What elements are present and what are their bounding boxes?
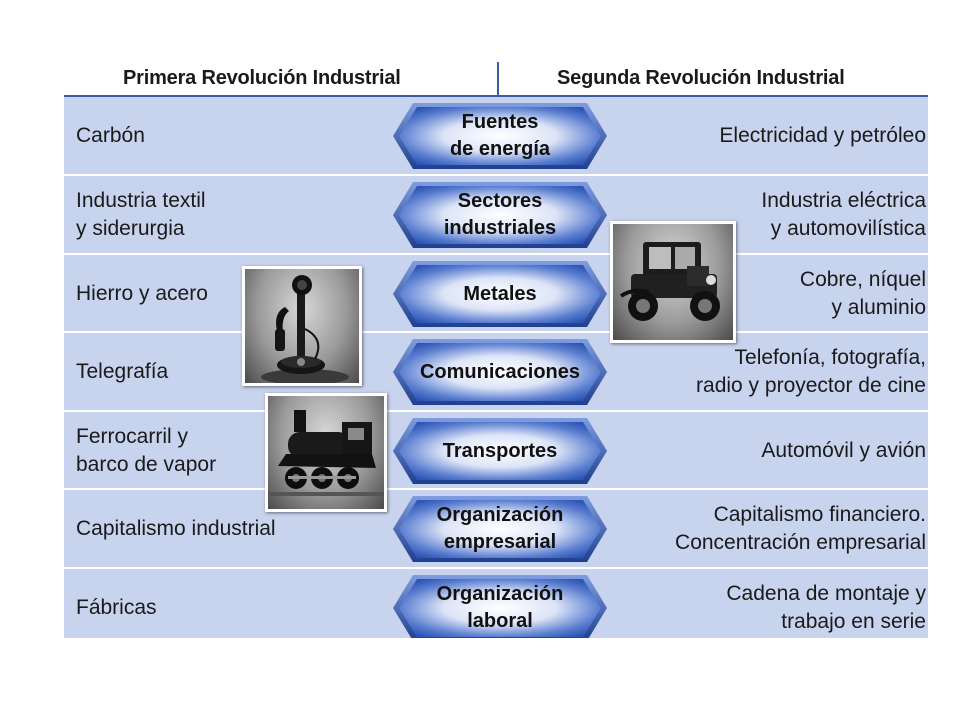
table-row: Ferrocarril y barco de vapor Automóvil y… (64, 412, 928, 490)
first-revolution-cell: Hierro y acero (76, 282, 208, 305)
first-revolution-cell: Ferrocarril y barco de vapor (76, 425, 217, 476)
header-divider (497, 62, 499, 96)
telephone-icon (261, 275, 349, 383)
table-row: Capitalismo industrial Capitalismo finan… (64, 490, 928, 568)
category-label: Sectores industriales (443, 190, 557, 239)
category-comunicaciones: Comunicaciones (391, 337, 609, 407)
locomotive-icon (268, 410, 384, 496)
table-row: Telegrafía Telefonía, fotografía, radio … (64, 333, 928, 411)
header-second-revolution: Segunda Revolución Industrial (557, 67, 845, 89)
category-fuentes-de-energia: Fuentes de energía (391, 101, 609, 171)
category-label: Transportes (442, 439, 558, 462)
category-label: Organización empresarial (436, 504, 564, 553)
first-revolution-cell: Fábricas (76, 596, 157, 619)
row-divider (64, 567, 928, 569)
second-revolution-cell: Automóvil y avión (761, 439, 926, 462)
table-header: Primera Revolución Industrial Segunda Re… (64, 62, 928, 97)
comparison-table: Primera Revolución Industrial Segunda Re… (64, 62, 928, 638)
second-revolution-cell: Capitalismo financiero. Concentración em… (675, 503, 926, 554)
first-revolution-cell: Capitalismo industrial (76, 517, 276, 540)
second-revolution-cell: Cobre, níquel y aluminio (799, 268, 926, 319)
category-label: Comunicaciones (419, 360, 581, 383)
header-rule (64, 95, 928, 97)
second-revolution-cell: Telefonía, fotografía, radio y proyector… (696, 346, 926, 397)
category-transportes: Transportes (391, 416, 609, 486)
locomotive-photo (265, 393, 387, 512)
category-metales: Metales (391, 259, 609, 329)
table-row: Fábricas Cadena de montaje y trabajo en … (64, 569, 928, 638)
table-row: Carbón Electricidad y petróleo (64, 97, 928, 175)
first-revolution-cell: Carbón (76, 124, 145, 147)
car-icon (619, 242, 720, 321)
row-divider (64, 253, 928, 255)
category-label: Organización laboral (436, 583, 564, 632)
second-revolution-cell: Industria eléctrica y automovilística (761, 189, 926, 240)
table-row: Hierro y acero Cobre, níquel y aluminio (64, 255, 928, 333)
row-divider (64, 410, 928, 412)
first-revolution-cell: Telegrafía (76, 360, 169, 383)
category-label: Fuentes de energía (449, 111, 551, 160)
header-first-revolution: Primera Revolución Industrial (123, 67, 401, 89)
category-sectores-industriales: Sectores industriales (391, 180, 609, 250)
row-divider (64, 174, 928, 176)
second-revolution-cell: Electricidad y petróleo (719, 124, 926, 147)
telephone-photo (242, 266, 362, 386)
row-divider (64, 331, 928, 333)
row-divider (64, 488, 928, 490)
table-row: Industria textil y siderurgia Industria … (64, 176, 928, 254)
first-revolution-cell: Industria textil y siderurgia (76, 189, 206, 240)
second-revolution-cell: Cadena de montaje y trabajo en serie (726, 582, 926, 633)
category-organizacion-laboral: Organización laboral (391, 573, 609, 638)
category-label: Metales (463, 282, 537, 305)
car-photo (610, 221, 736, 343)
category-organizacion-empresarial: Organización empresarial (391, 494, 609, 564)
